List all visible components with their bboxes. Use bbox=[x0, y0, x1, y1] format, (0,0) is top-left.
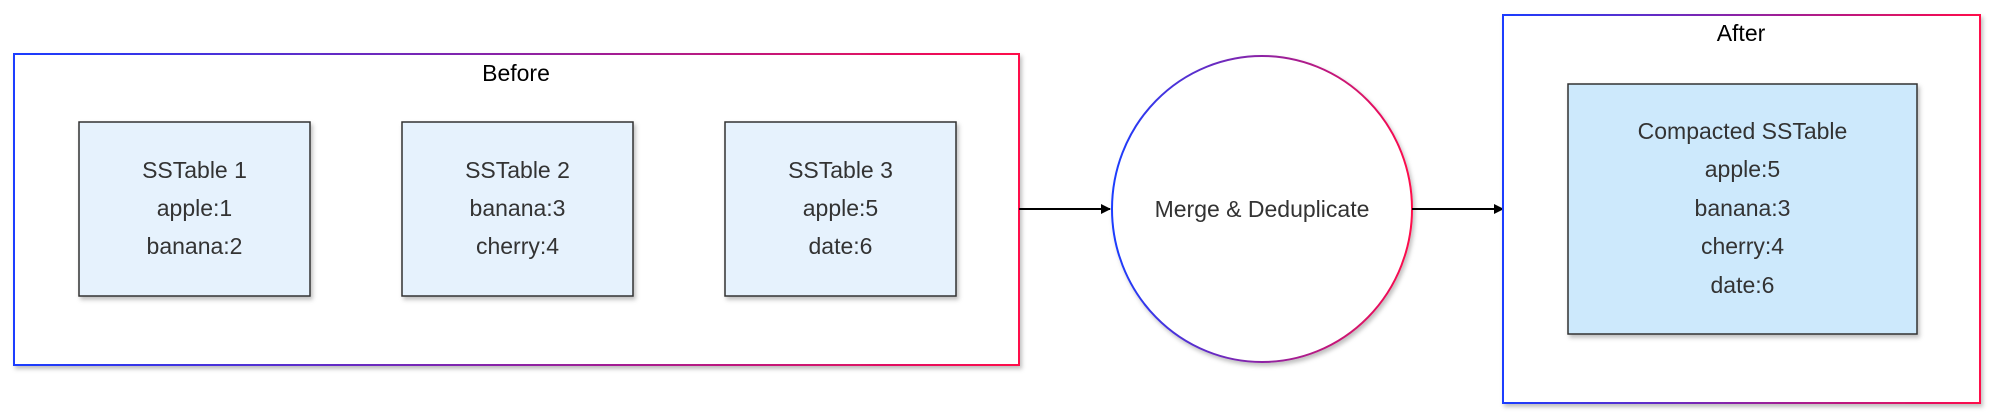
compacted-entry: apple:5 bbox=[1705, 156, 1780, 182]
sstable-1-name: SSTable 1 bbox=[142, 157, 247, 183]
sstable-1-box bbox=[78, 121, 311, 297]
sstable-3-box bbox=[724, 121, 957, 297]
compacted-entry: cherry:4 bbox=[1701, 233, 1784, 259]
sstable-2-name: SSTable 2 bbox=[465, 157, 570, 183]
compacted-entry: banana:3 bbox=[1695, 195, 1791, 221]
compacted-sstable: Compacted SSTable apple:5 banana:3 cherr… bbox=[1567, 83, 1918, 335]
sstable-3-entry: apple:5 bbox=[803, 195, 878, 221]
sstable-2-box bbox=[401, 121, 634, 297]
sstable-3-entry: date:6 bbox=[809, 233, 873, 259]
merge-node: Merge & Deduplicate bbox=[1111, 55, 1413, 363]
compacted-sstable-box bbox=[1567, 83, 1918, 335]
sstable-2-entry: banana:3 bbox=[470, 195, 566, 221]
sstable-2: SSTable 2 banana:3 cherry:4 bbox=[401, 121, 634, 297]
sstable-1: SSTable 1 apple:1 banana:2 bbox=[78, 121, 311, 297]
compacted-sstable-name: Compacted SSTable bbox=[1638, 118, 1848, 144]
before-title: Before bbox=[482, 60, 550, 86]
sstable-3: SSTable 3 apple:5 date:6 bbox=[724, 121, 957, 297]
sstable-1-entry: banana:2 bbox=[147, 233, 243, 259]
after-title: After bbox=[1717, 20, 1766, 46]
before-group: Before SSTable 1 apple:1 banana:2 SSTabl… bbox=[13, 53, 1020, 366]
merge-label: Merge & Deduplicate bbox=[1155, 196, 1370, 222]
compacted-entry: date:6 bbox=[1711, 272, 1775, 298]
after-group: After Compacted SSTable apple:5 banana:3… bbox=[1502, 14, 1981, 404]
sstable-3-name: SSTable 3 bbox=[788, 157, 893, 183]
sstable-2-entry: cherry:4 bbox=[476, 233, 559, 259]
sstable-1-entry: apple:1 bbox=[157, 195, 232, 221]
